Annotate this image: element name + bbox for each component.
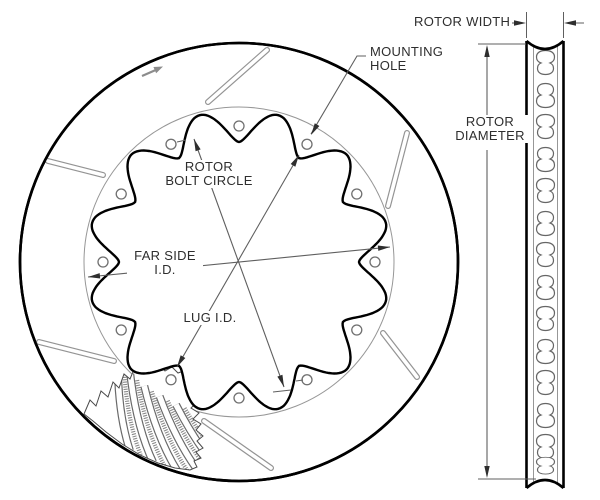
label-lug-id: LUG I.D. <box>179 311 241 325</box>
rotor-outer-edge-top <box>18 41 460 483</box>
dim-line-lug-id <box>176 154 300 368</box>
mounting-hole <box>233 392 245 404</box>
label-rotor-diameter-line2: DIAMETER <box>455 128 525 143</box>
vane-hole <box>535 433 556 460</box>
rotation-arrow-head <box>153 66 163 74</box>
leader-arrow-mounting-hole <box>311 123 320 135</box>
bolt-circle-tick <box>272 389 292 393</box>
vane-band-stipple <box>134 379 168 469</box>
dim-arrow-lug-bottom <box>177 355 186 367</box>
label-rotor-bolt-circle-line1: ROTOR <box>184 159 234 174</box>
label-mounting-hole-line1: MOUNTING <box>370 44 444 59</box>
dim-arrow-width-left <box>514 20 526 26</box>
mounting-hole <box>115 188 127 200</box>
dim-arrow-far-side-left <box>88 273 101 279</box>
mounting-hole <box>301 374 313 386</box>
rotor-slot-inner <box>37 340 116 363</box>
mounting-hole <box>233 120 245 132</box>
dim-arrow-far-side-right <box>377 245 390 251</box>
label-rotor-width: ROTOR WIDTH <box>412 14 513 29</box>
vane-hole <box>535 338 556 365</box>
vane-hole <box>535 113 556 140</box>
dim-arrow-diameter-bottom <box>484 466 490 478</box>
vane-hole <box>535 146 556 173</box>
label-rotor-width-line1: ROTOR WIDTH <box>414 14 511 29</box>
dim-arrow-bolt-top <box>194 139 201 152</box>
dim-arrow-lug-top <box>290 155 299 167</box>
dim-arrow-diameter-top <box>484 45 490 57</box>
dim-arrow-bolt-bottom <box>277 374 284 387</box>
vane-hole <box>535 402 556 429</box>
vane-band <box>127 373 156 464</box>
rotor-slot-inner <box>46 159 105 177</box>
vane-band-group <box>113 363 203 470</box>
vane-band <box>156 395 203 470</box>
hole-tick <box>295 379 304 382</box>
label-rotor-diameter: ROTOR DIAMETER <box>452 115 528 143</box>
vane-hole <box>535 210 556 237</box>
vane-hole <box>535 305 556 332</box>
vane-band-stipple <box>165 399 203 470</box>
vane-band-stipple <box>149 390 192 470</box>
mounting-hole <box>97 256 109 268</box>
label-rotor-bolt-circle: ROTOR BOLT CIRCLE <box>158 160 260 188</box>
mounting-hole <box>165 374 177 386</box>
label-lug-id-line1: LUG I.D. <box>183 310 237 325</box>
mounting-hole <box>301 138 313 150</box>
vane-band <box>173 403 203 470</box>
section-top-cap <box>525 39 565 51</box>
label-mounting-hole: MOUNTING HOLE <box>368 44 446 73</box>
dim-arrow-width-right <box>564 20 576 26</box>
label-far-side-id-line1: FAR SIDE <box>134 248 196 263</box>
rotor-slot-inner <box>206 48 269 104</box>
mounting-hole <box>115 324 127 336</box>
rotor-flange-circle <box>83 106 395 418</box>
label-rotor-diameter-line1: ROTOR <box>465 114 515 129</box>
vane-hole <box>535 49 556 76</box>
vane-band-stipple <box>121 367 144 458</box>
vane-hole <box>535 274 556 301</box>
vane-hole <box>535 369 556 396</box>
mounting-hole <box>165 138 177 150</box>
label-far-side-id-line2: I.D. <box>154 262 176 277</box>
mounting-hole <box>351 324 363 336</box>
vane-hole <box>535 177 556 204</box>
rotor-slot-inner <box>381 331 419 379</box>
vane-hole <box>535 82 556 109</box>
leader-mounting-hole <box>310 55 366 135</box>
mounting-hole <box>351 188 363 200</box>
rotor-slot-inner <box>386 131 409 208</box>
label-mounting-hole-line2: HOLE <box>370 58 407 73</box>
vane-hole <box>535 456 556 475</box>
mounting-hole <box>369 256 381 268</box>
vane-band <box>141 385 180 470</box>
vane-band-stipple <box>182 407 203 470</box>
hole-tick <box>176 139 187 143</box>
section-bottom-cap <box>525 478 565 490</box>
label-rotor-bolt-circle-line2: BOLT CIRCLE <box>165 173 253 188</box>
vane-hole <box>535 241 556 268</box>
label-far-side-id: FAR SIDE I.D. <box>127 249 203 277</box>
rotor-slot-inner <box>202 419 273 470</box>
